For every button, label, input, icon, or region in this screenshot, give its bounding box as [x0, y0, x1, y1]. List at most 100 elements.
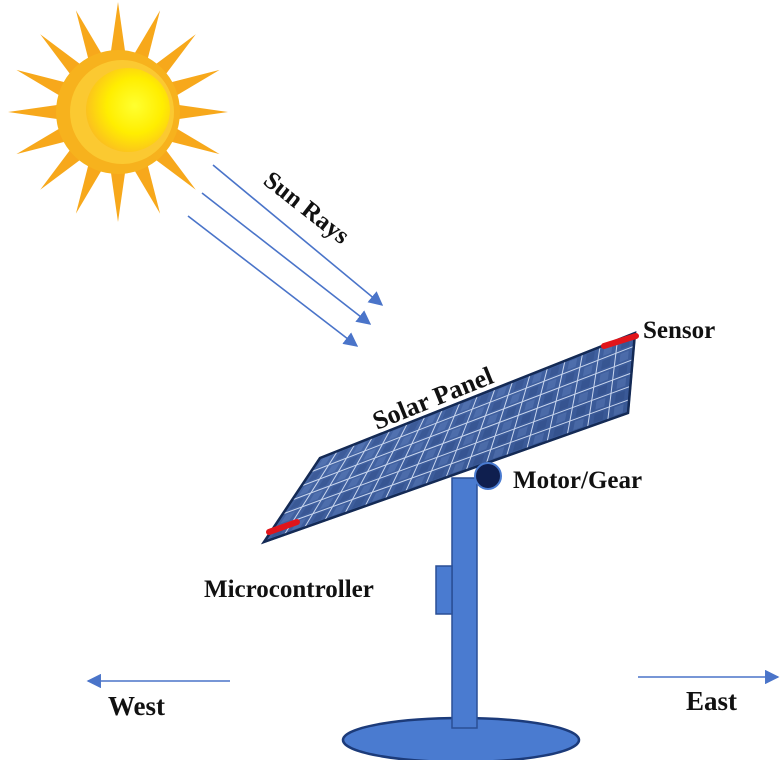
panel-cell	[443, 440, 456, 453]
panel-cell	[532, 432, 545, 445]
panel-cell	[585, 351, 595, 363]
panel-cell	[561, 385, 572, 397]
panel-cell	[555, 411, 567, 424]
panel-cell	[542, 392, 554, 404]
west-label: West	[108, 691, 165, 721]
panel-cell	[366, 469, 380, 482]
panel-cell	[472, 406, 485, 419]
sun-spike	[133, 10, 161, 62]
sun-spike	[75, 10, 103, 62]
panel-cell	[418, 461, 431, 474]
panel-cell	[512, 439, 525, 452]
sun-rays-label: Sun Rays	[258, 166, 354, 249]
panel-cell	[595, 397, 606, 410]
sun-core	[86, 68, 170, 152]
panel-cell	[347, 476, 361, 489]
panel-cell	[492, 446, 505, 459]
panel-cell	[454, 413, 467, 426]
sun-spike	[16, 69, 68, 97]
panel-cell	[460, 399, 472, 412]
sun-spike	[168, 69, 220, 97]
panel-cell	[597, 384, 608, 397]
panel-grid-line	[310, 345, 635, 473]
panel-cell	[317, 455, 332, 468]
microcontroller-label: Microcontroller	[204, 576, 374, 603]
panel-grid-line	[301, 359, 633, 487]
panel-cell	[524, 399, 536, 411]
panel-cell	[536, 419, 548, 431]
panel-cell	[398, 468, 412, 481]
panel-cell	[417, 427, 431, 440]
panel-cell	[573, 418, 584, 431]
panel-cell	[411, 441, 425, 454]
panel-cell	[601, 357, 611, 370]
panel-cell	[513, 378, 525, 391]
panel-cell	[378, 475, 393, 488]
solar-panel-cell-grid	[271, 337, 635, 538]
panel-cell	[359, 482, 373, 496]
panel-cell	[371, 489, 386, 502]
panel-cell	[619, 350, 629, 363]
panel-cell	[300, 504, 315, 517]
panel-cell	[336, 469, 351, 482]
panel-cell	[392, 448, 406, 461]
panel-grid-line	[291, 372, 632, 501]
panel-cell	[280, 511, 296, 524]
sun-spike	[153, 34, 196, 77]
panel-cell	[575, 404, 587, 417]
panel-cell	[582, 364, 593, 377]
panel-cell	[381, 441, 395, 454]
panel-cell	[442, 406, 455, 419]
panel-cell	[491, 399, 503, 412]
panel-cell	[467, 420, 480, 433]
panel-cell	[335, 448, 349, 461]
panel-cell	[388, 427, 402, 440]
panel-cell	[567, 358, 578, 370]
sun-spike	[133, 162, 161, 214]
sun-ray-arrow-1	[212, 164, 384, 306]
sun-icon	[8, 2, 228, 222]
panel-cell	[352, 441, 367, 454]
sensor-bottom-left	[266, 519, 300, 535]
panel-cell	[501, 419, 513, 432]
panel-cell	[311, 511, 326, 524]
panel-cell	[539, 405, 551, 418]
panel-cell	[430, 434, 443, 447]
panel-cell	[289, 497, 305, 510]
panel-cell	[481, 426, 494, 439]
panel-cell	[486, 413, 499, 426]
panel-cell	[362, 448, 377, 461]
sun-spike	[16, 127, 68, 155]
west-direction: West	[86, 673, 230, 721]
panel-cell	[546, 378, 557, 391]
panel-cell	[424, 413, 437, 426]
sun-ray-arrow-3	[187, 215, 359, 347]
panel-cell	[412, 475, 426, 488]
panel-cell	[472, 453, 485, 466]
panel-cell	[437, 454, 451, 467]
panel-cell	[599, 370, 609, 383]
east-label: East	[686, 686, 737, 716]
panel-cell	[406, 420, 420, 433]
panel-cell	[355, 462, 369, 475]
motor-gear-label: Motor/Gear	[513, 467, 642, 494]
panel-cell	[462, 433, 475, 446]
panel-cell	[496, 433, 509, 446]
panel-cell	[344, 455, 359, 468]
panel-cell	[391, 482, 406, 495]
panel-cell	[564, 371, 575, 384]
panel-cell	[317, 476, 332, 489]
sun-spike	[75, 162, 103, 214]
panel-cell	[308, 490, 324, 503]
panel-cell	[520, 412, 532, 425]
panel-cell	[509, 392, 521, 405]
panel-cell	[339, 490, 354, 503]
panel-cell	[505, 406, 517, 419]
panel-cell	[527, 385, 539, 398]
panel-cell	[478, 392, 490, 405]
panel-cell	[452, 461, 465, 474]
panel-cell	[553, 425, 565, 438]
panel-cell	[616, 377, 627, 390]
panel-cell	[373, 455, 388, 468]
